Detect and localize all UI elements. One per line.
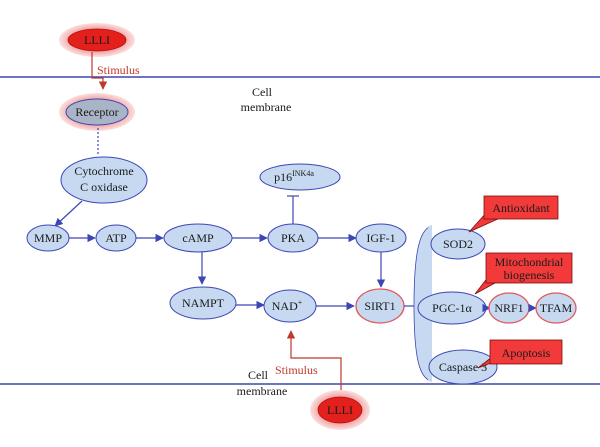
antioxidant-callout: Antioxidant <box>468 195 559 233</box>
antioxidant-label: Antioxidant <box>492 201 550 215</box>
apoptosis-label: Apoptosis <box>502 346 551 360</box>
caspase3-node: Caspase 3 <box>428 349 498 385</box>
camp-label: cAMP <box>182 231 214 245</box>
stimulus-top-label: Stimulus <box>97 63 140 77</box>
nrf1-label: NRF1 <box>494 301 523 315</box>
mito-label-2: biogenesis <box>504 268 555 282</box>
mitochondrial-biogenesis-callout: Mitochondrial biogenesis <box>474 252 573 295</box>
mito-label-1: Mitochondrial <box>495 255 564 269</box>
tfam-label: TFAM <box>540 301 573 315</box>
p16-ink4a-node: p16INK4a <box>259 163 341 191</box>
mmp-label: MMP <box>34 231 62 245</box>
sirt1-label: SIRT1 <box>364 299 395 313</box>
nad-node: NAD+ <box>263 289 317 323</box>
membrane-label-bottom-2: membrane <box>237 384 288 398</box>
nad-label-sup: + <box>298 298 303 307</box>
membrane-label-top-1: Cell <box>252 85 273 99</box>
atp-label: ATP <box>105 231 127 245</box>
pka-label: PKA <box>281 231 305 245</box>
lli-bottom-label: LLLI <box>327 403 353 417</box>
tfam-node: TFAM <box>535 292 577 324</box>
nad-label: NAD+ <box>272 298 303 313</box>
lli-top-node: LLLI <box>59 23 135 57</box>
receptor-label: Receptor <box>75 105 118 119</box>
lli-top-label: LLLI <box>84 33 110 47</box>
cytochrome-to-mmp-arrow <box>54 200 83 227</box>
nad-label-base: NAD <box>272 299 298 313</box>
pgc1a-node: PGC-1α <box>417 291 487 325</box>
igf1-label: IGF-1 <box>366 231 395 245</box>
nampt-node: NAMPT <box>169 286 237 320</box>
stimulus-top-connector <box>91 52 108 90</box>
membrane-label-bottom-1: Cell <box>248 368 269 382</box>
sod2-label: SOD2 <box>443 237 473 251</box>
pgc1a-label: PGC-1α <box>432 301 472 315</box>
cytochrome-label-1: Cytochrome <box>74 164 133 178</box>
stimulus-bottom-label: Stimulus <box>275 363 318 377</box>
receptor-node: Receptor <box>59 93 135 131</box>
igf1-node: IGF-1 <box>355 223 407 253</box>
apoptosis-callout: Apoptosis <box>477 339 563 369</box>
p16-label-base: p16 <box>274 170 292 184</box>
stimulus-bottom-connector <box>286 330 342 393</box>
caspase3-label: Caspase 3 <box>439 360 487 374</box>
sod2-node: SOD2 <box>430 228 486 260</box>
membrane-label-top-2: membrane <box>241 100 292 114</box>
cytochrome-label-2: C oxidase <box>80 180 128 194</box>
nrf1-node: NRF1 <box>488 292 530 324</box>
lli-bottom-node: LLLI <box>310 390 370 430</box>
pka-node: PKA <box>267 223 319 253</box>
mmp-node: MMP <box>26 224 70 252</box>
nampt-label: NAMPT <box>182 296 225 310</box>
camp-node: cAMP <box>163 223 233 253</box>
p16-label-sup: INK4a <box>292 169 314 178</box>
cytochrome-c-oxidase-node: Cytochrome C oxidase <box>60 156 148 204</box>
atp-node: ATP <box>95 224 137 252</box>
sirt1-node: SIRT1 <box>355 288 405 324</box>
p16-label: p16INK4a <box>274 169 314 184</box>
